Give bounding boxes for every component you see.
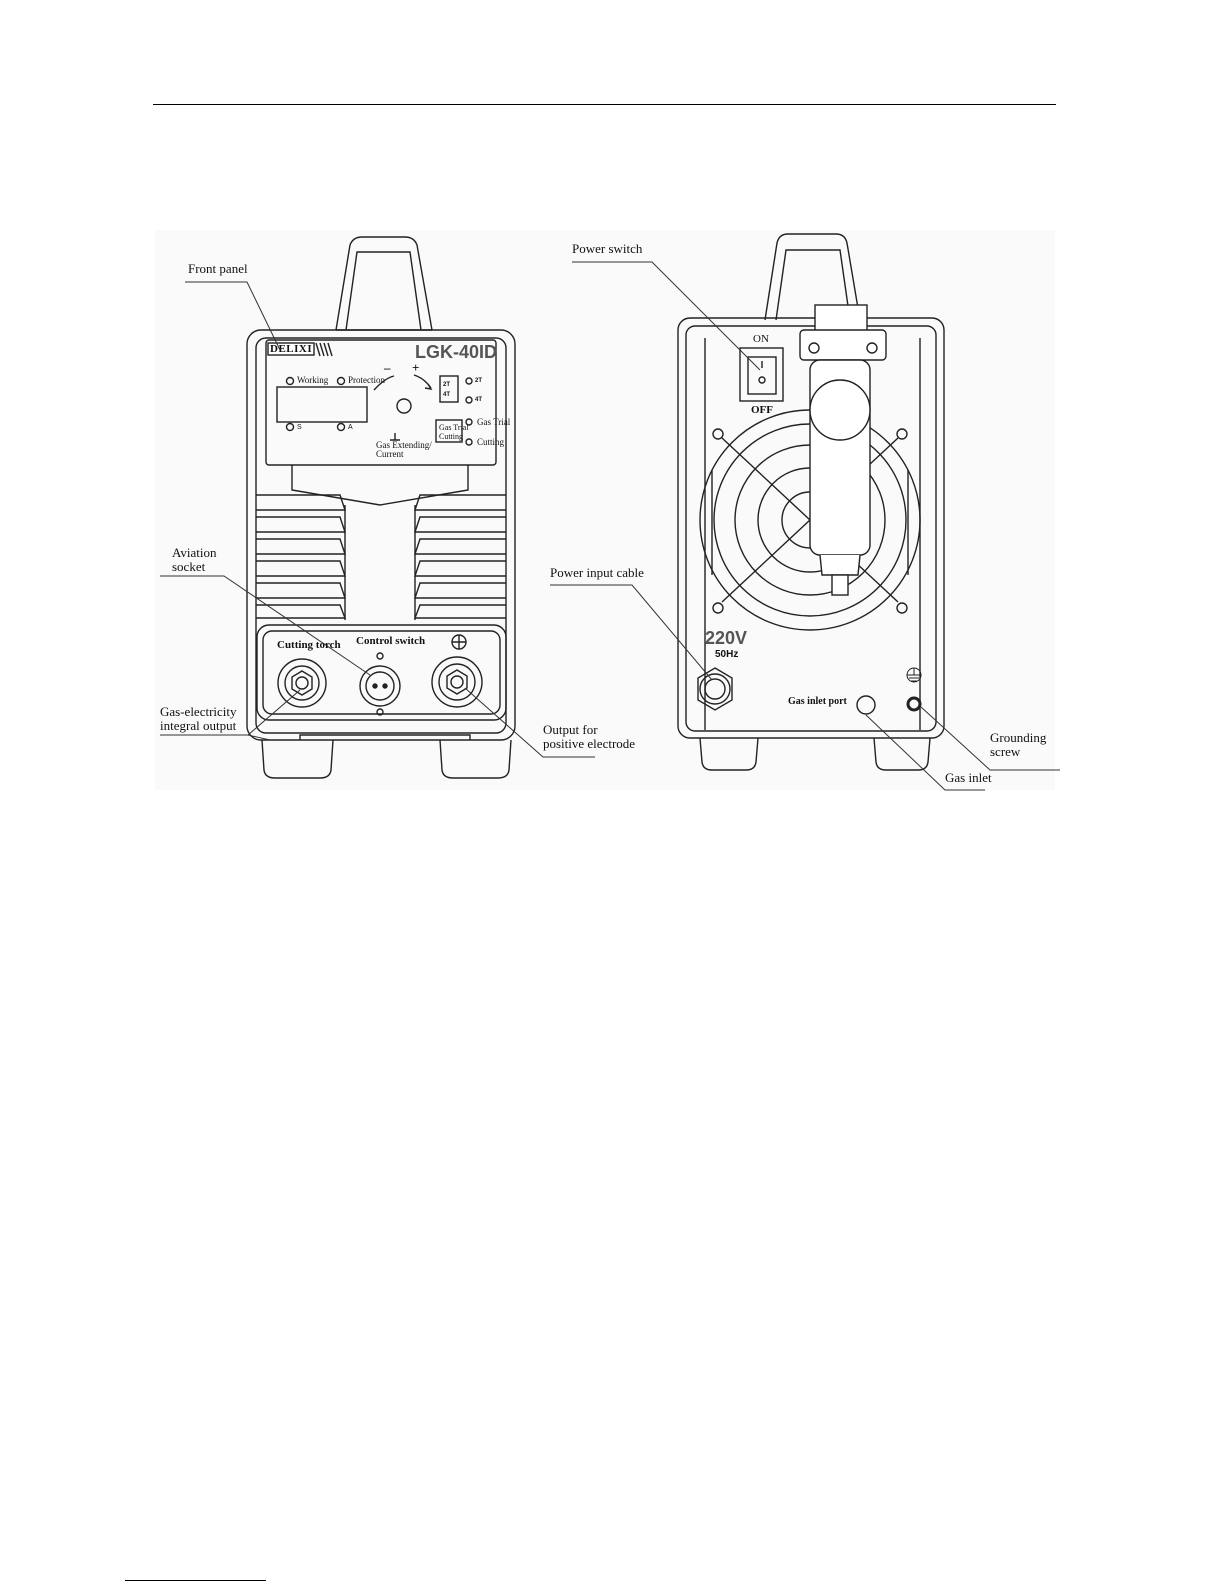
power-input-gland [697, 667, 733, 711]
callout-grounding-screw: Grounding screw [990, 730, 1047, 759]
vents-right [413, 494, 506, 619]
rear-handle [764, 233, 861, 321]
grounding-screw [906, 696, 922, 712]
brand-logo: DELIXI [270, 343, 313, 355]
a-label: A [348, 424, 353, 431]
front-foot-right [439, 739, 512, 779]
rear-callout-lines [550, 261, 1060, 791]
front-callout-lines [160, 281, 595, 758]
rear-case [677, 317, 945, 739]
header-rule [153, 104, 1056, 105]
vents-left [256, 494, 347, 619]
gas-inlet-port-label: Gas inlet port [788, 696, 847, 707]
switch-off-label: OFF [751, 404, 773, 416]
rear-view [677, 233, 945, 771]
led-4t [465, 396, 473, 404]
control-switch-label: Control switch [356, 635, 426, 647]
front-view [246, 236, 516, 779]
led-2t [465, 377, 473, 385]
a-led [336, 422, 346, 432]
s-led [285, 422, 295, 432]
front-foot-left [261, 739, 334, 779]
frequency-label: 50Hz [715, 649, 739, 660]
callout-gas-inlet: Gas inlet [945, 770, 992, 785]
cutting-torch-socket [277, 658, 327, 708]
rear-foot-left [699, 737, 759, 771]
footer-rule [125, 1580, 266, 1581]
working-label: Working [297, 375, 329, 385]
callout-gas-electricity: Gas-electricity integral output [160, 704, 237, 733]
socket-panel [256, 624, 507, 721]
gas-button-top: Gas Trial [439, 423, 469, 432]
rear-foot-right [873, 737, 931, 771]
voltage-label: 220V [705, 628, 748, 648]
adjust-knob [396, 398, 412, 414]
torch-bracket [799, 304, 887, 596]
positive-output-socket [431, 634, 483, 708]
knob-minus: – [384, 360, 391, 375]
protection-led [336, 376, 346, 386]
gas-button-bottom: Cutting [439, 432, 464, 441]
callout-power-input-cable: Power input cable [550, 565, 644, 580]
front-handle [335, 236, 433, 331]
callout-power-switch: Power switch [572, 241, 643, 256]
control-panel [265, 339, 497, 466]
working-led [285, 376, 295, 386]
cutting-led-label: Cutting [477, 437, 505, 447]
knob-plus: + [412, 360, 420, 375]
led-gas-trial [465, 418, 473, 426]
callout-front-panel: Front panel [188, 261, 248, 276]
power-switch [739, 347, 784, 402]
mode-button [439, 375, 459, 403]
led-cutting [465, 438, 473, 446]
led-4t-label: 4T [475, 397, 483, 403]
front-case [246, 329, 516, 741]
cutting-torch-label: Cutting torch [277, 639, 341, 651]
mode-button-top: 2T [443, 382, 451, 388]
callout-aviation-socket: Aviation socket [172, 545, 217, 574]
gas-extending-label: Gas Extending/ Current [376, 440, 432, 459]
callout-positive-output: Output for positive electrode [543, 722, 636, 751]
protection-label: Protection [348, 375, 385, 385]
mode-button-bottom: 4T [443, 392, 451, 398]
led-2t-label: 2T [475, 378, 483, 384]
switch-on-label: ON [753, 333, 769, 345]
control-switch-socket [359, 652, 401, 716]
gas-trial-led-label: Gas Trial [477, 417, 511, 427]
brand-box [267, 342, 315, 356]
gas-trial-button [435, 419, 463, 443]
digital-display [276, 386, 368, 423]
s-label: S [297, 424, 302, 431]
model-number: LGK-40ID [415, 342, 498, 362]
gas-inlet-port [856, 695, 876, 715]
